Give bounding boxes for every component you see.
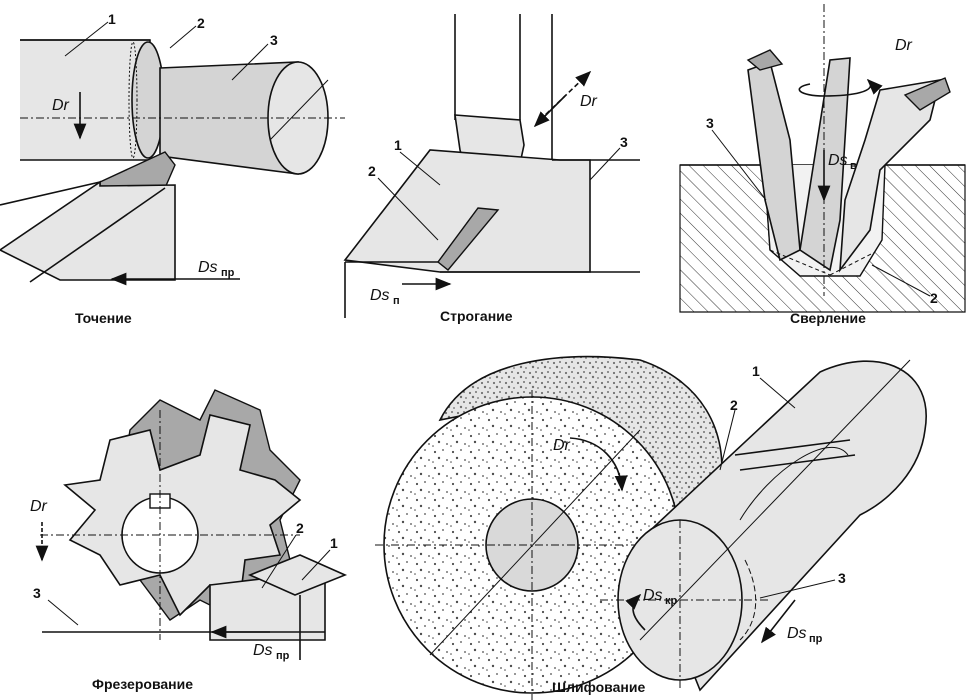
drilling-label-2: 2 [930,290,938,306]
drilling-feed-sub: в [850,160,857,172]
milling-label-1: 1 [330,535,338,551]
turning-feed-sub: пр [221,267,235,279]
turning-caption: Точение [75,310,132,326]
grinding-feed-2-sub: пр [809,633,823,645]
turning-label-1: 1 [108,11,116,27]
turning-main-motion: Dr [52,97,70,114]
drilling-main-motion: Dr [895,37,913,54]
planing-panel: 1 2 3 Dr Ds п Строгание [343,14,640,324]
milling-label-3: 3 [33,585,41,601]
planing-caption: Строгание [440,308,513,324]
turning-feed-motion: Ds [198,259,218,276]
planing-label-3: 3 [620,134,628,150]
grinding-feed-1: Ds [643,587,663,604]
milling-feed-sub: пр [276,650,290,662]
drilling-panel: 3 2 Dr Ds в Сверление [679,4,966,326]
milling-drawing [35,389,348,660]
grinding-caption: Шлифование [552,679,645,695]
turning-label-2: 2 [197,15,205,31]
planing-main-motion: Dr [580,93,598,110]
grinding-panel: 1 2 3 Dr Ds кр Ds пр Шлифование [375,355,927,700]
planing-drawing [343,14,640,318]
planing-label-1: 1 [394,137,402,153]
drilling-feed-motion: Ds [828,152,848,169]
milling-caption: Фрезерование [92,676,193,692]
grinding-label-2: 2 [730,397,738,413]
drilling-label-3: 3 [706,115,714,131]
planing-feed-sub: п [393,295,400,307]
grinding-feed-2: Ds [787,625,807,642]
milling-main-motion: Dr [30,498,48,515]
planing-label-2: 2 [368,163,376,179]
drilling-drawing [679,4,966,313]
grinding-label-3: 3 [838,570,846,586]
grinding-feed-1-sub: кр [665,595,678,607]
grinding-label-1: 1 [752,363,760,379]
milling-label-2: 2 [296,520,304,536]
turning-drawing [0,21,345,286]
turning-label-3: 3 [270,32,278,48]
turning-panel: 1 2 3 Dr Ds пр Точение [0,11,345,326]
milling-feed-motion: Ds [253,642,273,659]
planing-feed-motion: Ds [370,287,390,304]
drilling-caption: Сверление [790,310,866,326]
milling-panel: 1 2 3 Dr Ds пр Фрезерование [30,389,348,692]
grinding-drawing [375,355,927,700]
grinding-main-motion: Dr [553,437,571,454]
